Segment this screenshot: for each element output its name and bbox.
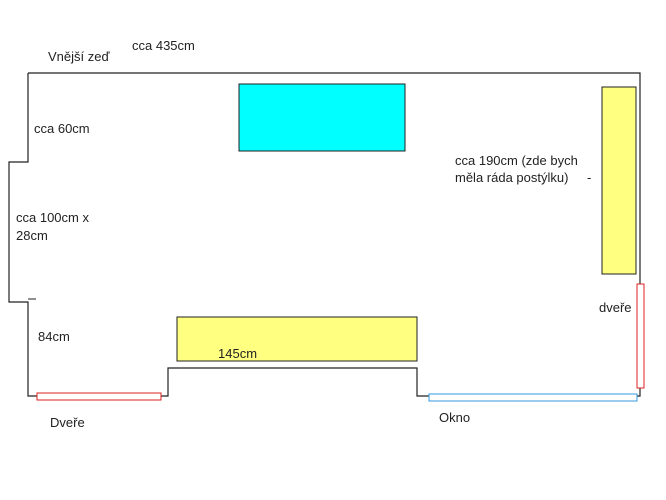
right-dash: - <box>587 170 591 185</box>
bottom-piece-label: 145cm <box>218 346 257 361</box>
yellow-block-bottom <box>176 316 418 362</box>
top-width-label: cca 435cm <box>132 38 195 53</box>
left-bottom-label: 84cm <box>38 329 70 344</box>
right-note-line-1: cca 190cm (zde bych <box>455 153 578 168</box>
cyan-block <box>238 83 406 152</box>
door-bottom <box>36 392 162 401</box>
door-right <box>636 283 645 389</box>
left-top-label: cca 60cm <box>34 121 90 136</box>
door-right-label: dveře <box>599 300 632 315</box>
left-recess-label-1: cca 100cm x <box>16 210 89 225</box>
right-note-line-2: měla ráda postýlku) <box>455 170 568 185</box>
door-bottom-label: Dveře <box>50 415 85 430</box>
outer-wall-outline <box>8 72 641 397</box>
window <box>428 393 638 402</box>
left-recess-label-2: 28cm <box>16 228 48 243</box>
outer-wall-label: Vnější zeď <box>48 49 110 64</box>
yellow-block-right <box>601 86 637 275</box>
window-label: Okno <box>439 410 470 425</box>
